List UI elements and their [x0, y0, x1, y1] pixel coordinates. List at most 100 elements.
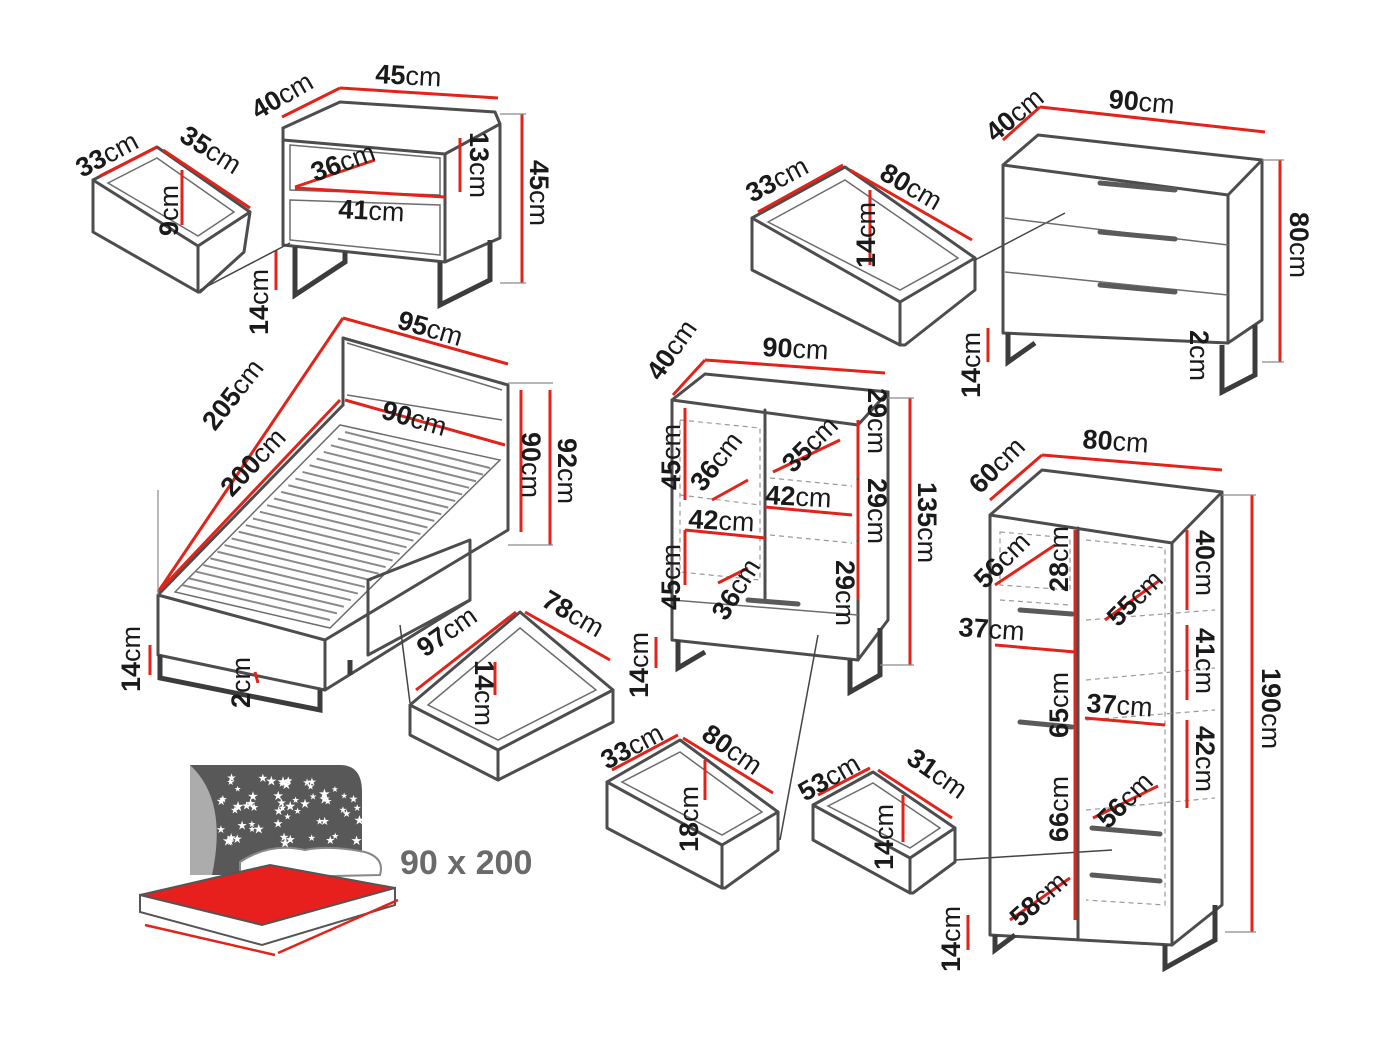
- cabinet-leg-height-label: 14cm: [624, 632, 654, 698]
- dresser-width-label: 90cm: [1107, 84, 1175, 120]
- bed-slat: [252, 517, 400, 555]
- star-icon: ★: [307, 775, 317, 788]
- wardrobe-right-low-depth-label: 56cm: [1091, 766, 1159, 834]
- star-icon: ★: [245, 797, 256, 811]
- cabinet-left-lower-height-label: 45cm: [656, 544, 686, 610]
- star-icon: ★: [226, 831, 236, 845]
- dresser-drawer-depth-label: 33cm: [741, 151, 813, 208]
- nightstand-shelf-width-label: 41cm: [338, 194, 406, 227]
- star-icon: ★: [241, 799, 251, 812]
- cabinet-drawer-a-height-label: 18cm: [674, 786, 704, 852]
- bed-slat: [245, 524, 393, 562]
- star-icon: ★: [281, 778, 292, 793]
- star-icon: ★: [306, 782, 314, 793]
- bed-slat: [337, 437, 484, 476]
- star-icon: ★: [226, 771, 236, 784]
- star-night-icon: ★★★★★★★★★★★★★★★★★★★★★★★★★★★★★★★★★★★★★★★★…: [216, 771, 365, 852]
- wardrobe-right-h3-label: 42cm: [1190, 726, 1220, 792]
- star-icon: ★: [247, 790, 258, 805]
- bed-slat: [309, 464, 456, 503]
- bed-size-icon: ★★★★★★★★★★★★★★★★★★★★★★★★★★★★★★★★★★★★★★★★…: [139, 765, 532, 957]
- bed-slat: [203, 564, 352, 602]
- bed-slat: [181, 584, 331, 621]
- bed-leg-height-label: 14cm: [116, 626, 146, 692]
- wardrobe-right-h2-label: 41cm: [1190, 628, 1220, 694]
- bed-slat: [188, 577, 338, 615]
- star-icon: ★: [222, 834, 234, 850]
- bed-slat: [316, 457, 463, 496]
- bed-size-label: 90 x 200: [400, 844, 532, 882]
- dresser-leg-height-label: 14cm: [956, 332, 986, 398]
- cabinet-drawer-b-depth-label: 53cm: [793, 748, 865, 807]
- wardrobe-left-bottom-depth-label: 58cm: [1004, 866, 1073, 932]
- bed-slat: [210, 557, 359, 595]
- bed-slat: [280, 490, 428, 529]
- nightstand-drawer-depth-label: 33cm: [71, 126, 143, 183]
- dresser-figure: [986, 105, 1284, 397]
- bed-slat: [238, 530, 386, 569]
- star-icon: ★: [302, 777, 311, 789]
- wardrobe-right-top-depth-label: 55cm: [1101, 564, 1169, 632]
- cabinet-left-width-label: 42cm: [688, 504, 756, 537]
- star-icon: ★: [284, 812, 292, 822]
- wardrobe-right-h1-label: 40cm: [1190, 530, 1220, 596]
- bed-slat: [266, 504, 414, 542]
- star-icon: ★: [216, 794, 226, 808]
- star-icon: ★: [318, 792, 330, 808]
- star-icon: ★: [248, 820, 256, 830]
- star-icon: ★: [230, 804, 239, 816]
- bed-slat: [195, 570, 345, 608]
- bed-slat: [217, 550, 366, 588]
- star-icon: ★: [309, 793, 317, 803]
- star-icon: ★: [349, 793, 359, 806]
- star-icon: ★: [273, 788, 284, 803]
- dresser-plinth-label: 2cm: [1184, 330, 1214, 381]
- star-icon: ★: [284, 776, 293, 787]
- star-icon: ★: [227, 778, 235, 788]
- star-icon: ★: [216, 823, 226, 836]
- cabinet-right-h1-label: 29cm: [862, 388, 892, 454]
- star-icon: ★: [307, 833, 315, 844]
- cabinet-right-h2-label: 29cm: [862, 478, 892, 544]
- star-icon: ★: [253, 823, 265, 838]
- star-icon: ★: [273, 817, 284, 831]
- dresser-drawer-figure: [750, 163, 1066, 347]
- star-icon: ★: [232, 832, 243, 846]
- star-icon: ★: [293, 807, 301, 817]
- bed-slat: [231, 537, 379, 575]
- bed-length-outer-label: 205cm: [196, 353, 270, 435]
- wardrobe-height-label: 190cm: [1256, 668, 1286, 749]
- star-icon: ★: [315, 817, 324, 828]
- star-icon: ★: [325, 834, 335, 847]
- wardrobe-rail-width-label: 37cm: [958, 612, 1026, 647]
- nightstand-figure: [199, 86, 526, 310]
- star-icon: ★: [353, 803, 361, 814]
- star-icon: ★: [265, 774, 277, 789]
- star-icon: ★: [273, 804, 284, 818]
- bed-slat: [295, 477, 442, 516]
- bed-figure: [148, 316, 553, 714]
- wardrobe-leg-height-label: 14cm: [936, 906, 966, 972]
- star-icon: ★: [331, 832, 339, 842]
- bed-plinth-label: 2cm: [226, 657, 256, 708]
- cabinet-right-h3-label: 29cm: [830, 560, 860, 626]
- bed-slat: [288, 484, 435, 522]
- star-icon: ★: [234, 785, 241, 794]
- star-icon: ★: [354, 813, 366, 828]
- cabinet-drawer-b-height-label: 14cm: [869, 804, 899, 870]
- star-icon: ★: [285, 832, 296, 846]
- bed-slat: [224, 544, 372, 582]
- star-icon: ★: [249, 801, 259, 814]
- cabinet-left-lower-depth-label: 36cm: [706, 553, 766, 625]
- star-icon: ★: [340, 791, 347, 801]
- bed-headboard-outer-label: 92cm: [552, 438, 582, 504]
- bed-slat: [344, 431, 491, 469]
- wardrobe-width-label: 80cm: [1082, 424, 1150, 459]
- star-icon: ★: [331, 784, 338, 794]
- bed-slat: [323, 450, 470, 489]
- cabinet-drawer-a-figure: [605, 733, 780, 890]
- bed-slat: [273, 497, 421, 536]
- bed-slat: [259, 510, 407, 549]
- star-icon: ★: [284, 800, 296, 815]
